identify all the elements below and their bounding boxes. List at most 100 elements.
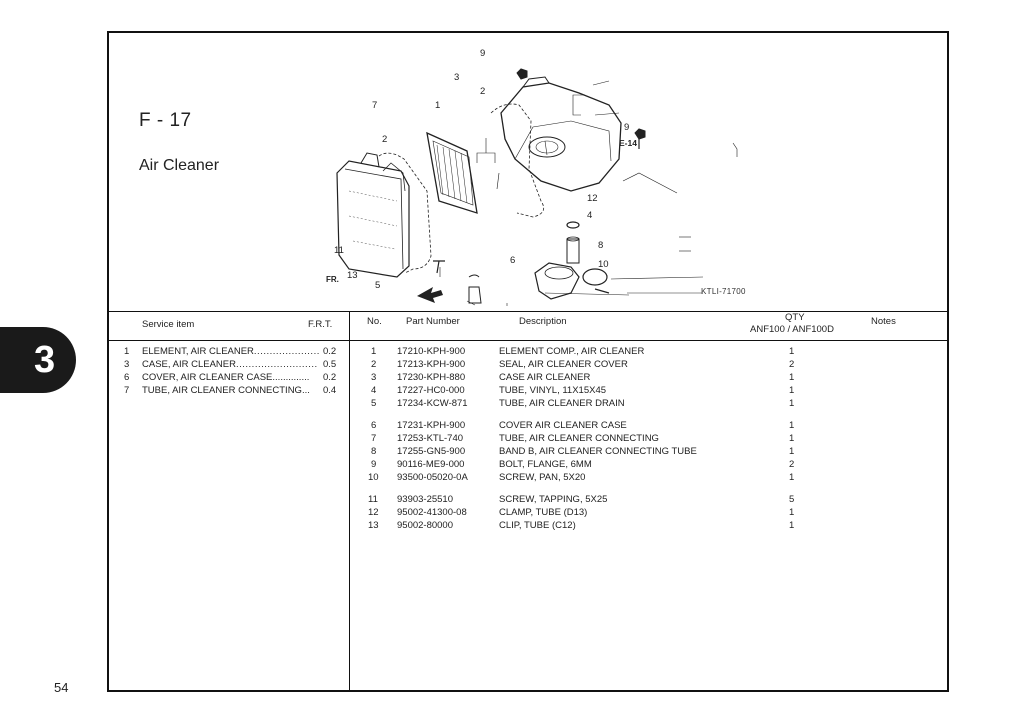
- service-item: CASE, AIR CLEANER.......................…: [142, 359, 318, 370]
- callout-6: 7: [372, 100, 378, 111]
- part-no: 2: [371, 359, 377, 370]
- part-qty: 1: [789, 420, 795, 431]
- part-description: CLAMP, TUBE (D13): [499, 507, 588, 518]
- part-no: 1: [371, 346, 377, 357]
- part-qty: 1: [789, 507, 795, 518]
- part-no: 3: [371, 372, 377, 383]
- service-frt: 0.2: [323, 372, 337, 383]
- callout-9-top: 9: [480, 48, 486, 59]
- callout-12: 12: [587, 193, 598, 204]
- part-number: 95002-80000: [397, 520, 453, 531]
- service-no: 1: [124, 346, 130, 357]
- air-cleaner-case-drawing: [500, 76, 622, 192]
- part-description: SEAL, AIR CLEANER COVER: [499, 359, 628, 370]
- part-number: 17227-HC0-000: [397, 385, 465, 396]
- service-frt: 0.2: [323, 346, 337, 357]
- air-cleaner-element-drawing: [426, 131, 478, 214]
- table-top-rule: [109, 311, 947, 312]
- part-number: 17210-KPH-900: [397, 346, 466, 357]
- callout-8: 8: [598, 240, 604, 251]
- service-item: TUBE, AIR CLEANER CONNECTING...: [142, 385, 310, 396]
- callout-3: 3: [454, 72, 460, 83]
- part-no: 10: [368, 472, 379, 483]
- service-no: 7: [124, 385, 130, 396]
- connecting-tube-drawing: [534, 262, 580, 300]
- part-no: 11: [368, 494, 378, 505]
- part-qty: 1: [789, 372, 795, 383]
- part-qty: 1: [789, 385, 795, 396]
- service-item: ELEMENT, AIR CLEANER....................…: [142, 346, 320, 357]
- part-number: 17253-KTL-740: [397, 433, 464, 444]
- parts-page-frame: F - 17 Air Cleaner: [107, 31, 949, 692]
- frt-header: F.R.T.: [308, 319, 333, 330]
- service-frt: 0.4: [323, 385, 337, 396]
- part-description: TUBE, AIR CLEANER DRAIN: [499, 398, 625, 409]
- service-frt: 0.5: [323, 359, 337, 370]
- service-item-header: Service item: [142, 319, 195, 330]
- callout-9-right: 9: [624, 122, 630, 133]
- callout-7: 6: [510, 255, 516, 266]
- part-description: BOLT, FLANGE, 6MM: [499, 459, 592, 470]
- part-qty: 5: [789, 494, 795, 505]
- part-no: 4: [371, 385, 377, 396]
- part-number: 90116-ME9-000: [397, 459, 465, 470]
- part-qty: 2: [789, 459, 795, 470]
- part-no: 13: [368, 520, 379, 531]
- callout-5: 5: [375, 280, 381, 291]
- ref-e14: E-14: [619, 138, 637, 148]
- no-header: No.: [367, 316, 382, 327]
- part-number: 17234-KCW-871: [397, 398, 468, 409]
- air-cleaner-cover-drawing: [336, 152, 410, 278]
- notes-header: Notes: [871, 316, 896, 327]
- callout-11: 11: [334, 245, 344, 256]
- chapter-number: 3: [34, 339, 56, 381]
- part-qty: 1: [789, 398, 795, 409]
- callout-13: 13: [347, 270, 358, 281]
- part-number-header: Part Number: [406, 316, 460, 327]
- qty-models-header: ANF100 / ANF100D: [750, 324, 834, 335]
- callout-2-left: 2: [382, 134, 388, 145]
- callout-1: 1: [435, 100, 441, 111]
- part-description: SCREW, TAPPING, 5X25: [499, 494, 608, 505]
- front-label: FR.: [326, 275, 339, 284]
- part-number: 17213-KPH-900: [397, 359, 466, 370]
- part-no: 9: [371, 459, 377, 470]
- qty-header: QTY: [785, 312, 805, 323]
- table-column-divider: [349, 311, 350, 690]
- section-code: F - 17: [139, 110, 192, 131]
- part-number: 17230-KPH-880: [397, 372, 466, 383]
- callout-2-right: 2: [480, 86, 486, 97]
- part-number: 93500-05020-0A: [397, 472, 468, 483]
- exploded-diagram: [336, 68, 738, 306]
- part-description: ELEMENT COMP., AIR CLEANER: [499, 346, 645, 357]
- bolt-drawing: [516, 68, 646, 149]
- service-no: 3: [124, 359, 130, 370]
- part-description: CLIP, TUBE (C12): [499, 520, 576, 531]
- part-description: TUBE, VINYL, 11X15X45: [499, 385, 607, 396]
- part-qty: 1: [789, 346, 795, 357]
- part-description: CASE AIR CLEANER: [499, 372, 591, 383]
- section-title: Air Cleaner: [139, 157, 220, 174]
- part-number: 95002-41300-08: [397, 507, 467, 518]
- part-qty: 2: [789, 359, 795, 370]
- service-item: COVER, AIR CLEANER CASE..............: [142, 372, 310, 383]
- part-qty: 1: [789, 472, 795, 483]
- part-description: TUBE, AIR CLEANER CONNECTING: [499, 433, 659, 444]
- page-number: 54: [54, 680, 69, 695]
- part-no: 8: [371, 446, 377, 457]
- service-header-rule: [109, 340, 349, 341]
- part-no: 5: [371, 398, 377, 409]
- service-no: 6: [124, 372, 130, 383]
- diagram-code: KTLI-71700: [701, 287, 746, 296]
- description-header: Description: [519, 316, 567, 327]
- part-no: 6: [371, 420, 377, 431]
- front-arrow-icon: [417, 287, 443, 303]
- part-description: COVER AIR CLEANER CASE: [499, 420, 627, 431]
- part-description: SCREW, PAN, 5X20: [499, 472, 586, 483]
- part-no: 7: [371, 433, 377, 444]
- part-qty: 1: [789, 446, 795, 457]
- part-number: 93903-25510: [397, 494, 453, 505]
- part-qty: 1: [789, 433, 795, 444]
- part-no: 12: [368, 507, 379, 518]
- part-qty: 1: [789, 520, 795, 531]
